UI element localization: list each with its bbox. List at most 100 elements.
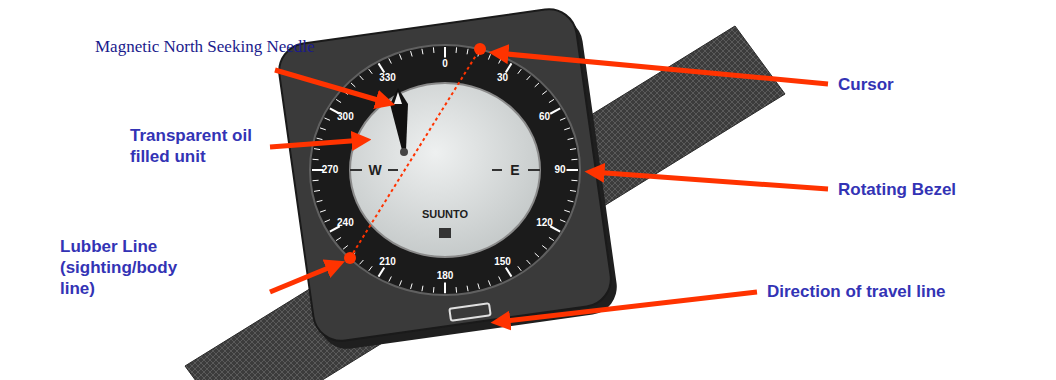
- bezel-tick: [549, 99, 554, 102]
- bezel-tick: [564, 128, 570, 130]
- brand-mark: SUUNTO: [422, 209, 468, 220]
- bezel-tick: [478, 283, 480, 288]
- bezel-tick: [379, 267, 385, 276]
- bezel-tick: [400, 280, 402, 285]
- bezel-ticks: [312, 47, 578, 293]
- bezel-tick: [527, 76, 531, 80]
- bezel-tick: [433, 287, 435, 293]
- bezel-tick: [317, 200, 323, 201]
- bezel-tick: [567, 169, 578, 171]
- leader-arrow: [592, 172, 828, 189]
- bezel-tick: [314, 148, 320, 150]
- compass-point: E: [510, 163, 519, 177]
- bezel-number: 30: [497, 73, 508, 83]
- bezel-tick: [568, 200, 574, 201]
- bezel-tick: [560, 220, 566, 222]
- bezel-tick: [314, 190, 320, 192]
- bezel-tick: [549, 237, 554, 240]
- bezel-tick: [411, 283, 413, 288]
- bezel-tick: [360, 76, 364, 80]
- bezel-tick: [506, 63, 512, 72]
- bezel-tick: [542, 246, 547, 250]
- bezel-tick: [560, 118, 566, 120]
- bezel-tick: [456, 47, 458, 53]
- dial-mark: [439, 228, 451, 238]
- bezel-number: 60: [539, 112, 550, 122]
- compass-housing: [276, 6, 615, 345]
- callout-label: Cursor: [838, 74, 894, 95]
- dial-mark: [492, 169, 502, 171]
- bezel-tick: [336, 99, 341, 102]
- bezel-tick: [444, 283, 446, 294]
- dial-mark: [388, 169, 398, 171]
- bezel-tick: [444, 47, 446, 58]
- bezel-tick: [320, 210, 326, 212]
- bezel-tick: [467, 286, 468, 292]
- bezel-tick: [499, 276, 502, 281]
- bezel-tick: [400, 54, 402, 59]
- bezel-tick: [571, 180, 577, 181]
- bezel-number: 210: [379, 257, 396, 267]
- callout-label: Lubber Line (sighting/body line): [60, 236, 210, 299]
- bezel-tick: [324, 118, 330, 120]
- bezel-tick: [535, 83, 539, 87]
- callout-label: Magnetic North Seeking Needle: [95, 36, 315, 57]
- bezel-number: 330: [379, 73, 396, 83]
- bezel-tick: [570, 148, 576, 150]
- leader-arrow: [498, 292, 757, 322]
- bezel-tick: [317, 138, 323, 139]
- bezel-tick: [550, 108, 560, 113]
- bezel-tick: [467, 49, 468, 55]
- bezel-number: 90: [554, 165, 565, 175]
- bezel-number: 300: [337, 112, 354, 122]
- dial-mark: [350, 169, 362, 171]
- bezel-tick: [499, 58, 502, 63]
- bezel-tick: [506, 267, 512, 276]
- bezel-tick: [488, 280, 490, 285]
- dial-mark: [528, 169, 540, 171]
- bezel-tick: [313, 180, 319, 181]
- bezel-tick: [571, 159, 577, 160]
- bezel-tick: [488, 54, 490, 59]
- leader-arrow: [496, 53, 828, 84]
- callout-label: Direction of travel line: [767, 281, 946, 302]
- rotating-bezel: [310, 45, 580, 295]
- oil-filled-unit: [350, 83, 540, 257]
- bezel-number: 240: [337, 218, 354, 228]
- bezel-number: 270: [322, 165, 339, 175]
- callout-label: Rotating Bezel: [838, 179, 956, 200]
- leader-arrow: [275, 70, 388, 103]
- callout-label: Transparent oil filled unit: [130, 125, 260, 167]
- sighting-line: [350, 49, 480, 258]
- needle-pivot: [400, 148, 408, 156]
- bezel-tick: [369, 266, 372, 271]
- compass-point: W: [368, 163, 381, 177]
- bezel-tick: [422, 286, 423, 292]
- bezel-tick: [360, 260, 364, 264]
- bezel-tick: [433, 47, 435, 53]
- bezel-tick: [389, 58, 392, 63]
- bezel-tick: [518, 266, 521, 271]
- bezel-tick: [379, 63, 385, 72]
- travel-line-mark: [449, 303, 490, 320]
- bezel-tick: [535, 253, 539, 257]
- bezel-tick: [336, 237, 341, 240]
- bezel-number: 180: [437, 271, 454, 281]
- bezel-tick: [564, 210, 570, 212]
- bezel-tick: [422, 49, 423, 55]
- bezel-tick: [411, 51, 413, 56]
- bezel-tick: [343, 246, 348, 250]
- needle-tip: [394, 92, 402, 104]
- bezel-tick: [313, 159, 319, 160]
- lubber-dot: [344, 252, 356, 264]
- bezel-tick: [389, 276, 392, 281]
- leader-arrow: [270, 264, 338, 292]
- bezel-tick: [369, 69, 372, 74]
- bezel-tick: [542, 91, 547, 95]
- bezel-tick: [518, 69, 521, 74]
- bezel-number: 0: [442, 59, 448, 69]
- bezel-tick: [351, 83, 355, 87]
- bezel-tick: [456, 287, 458, 293]
- bezel-number: 150: [494, 257, 511, 267]
